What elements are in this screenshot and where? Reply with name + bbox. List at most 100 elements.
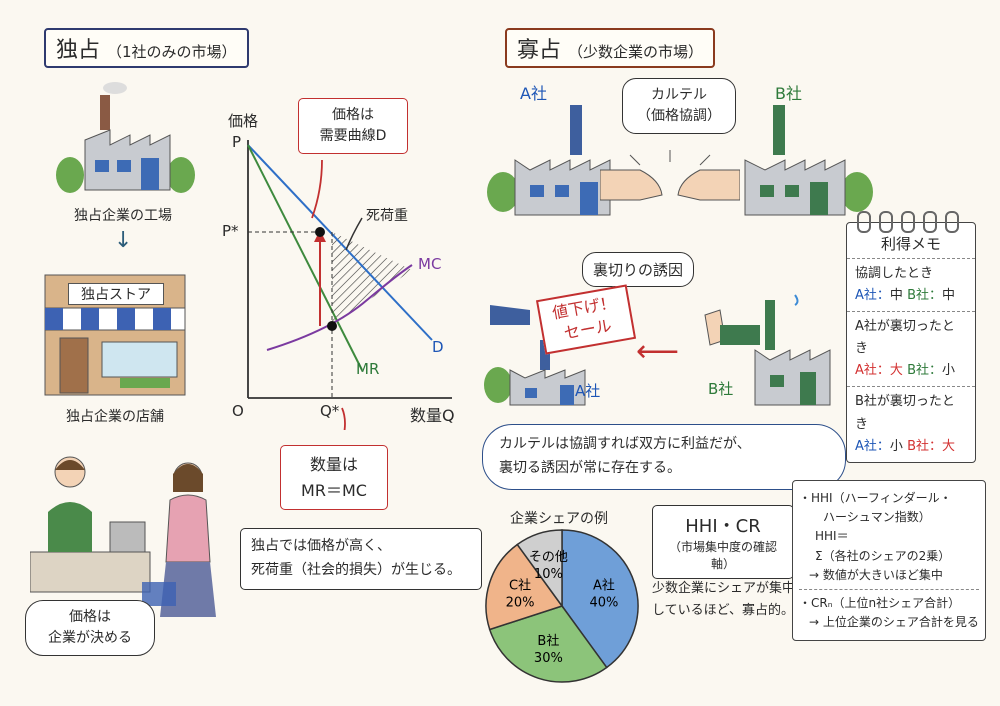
memo-a-value: 大 [889, 363, 903, 379]
memo-heading: 協調したとき [855, 266, 934, 281]
oligopoly-title-sub: （少数企業の市場） [568, 43, 704, 61]
memo-heading: B社が裏切ったとき [855, 394, 955, 432]
hhi-subtitle: （市場集中度の確認軸） [668, 540, 777, 571]
price-note-arrow [311, 159, 323, 219]
monopoly-title-sub: （1社のみの市場） [107, 43, 237, 61]
monopoly-summary-line1: 独占では価格が高く、 [251, 538, 391, 554]
price-note: 価格は 需要曲線D [298, 98, 408, 154]
pie-value-0: 40% [589, 595, 618, 610]
pie-slice-2 [485, 543, 564, 631]
x-axis-label: 数量Q [410, 406, 455, 425]
cloud-line2: 裏切る誘因が常に存在する。 [499, 459, 681, 476]
pie-value-3: 10% [534, 567, 563, 582]
hhi-head: ・HHI（ハーフィンダール・ [799, 491, 952, 505]
firm-b-factory-illustration [744, 105, 873, 216]
mr-curve [247, 144, 363, 371]
y-axis-label: 価格 [228, 112, 259, 130]
firm-b-low-illustration [704, 294, 831, 406]
firm-a-low-label: A社 [575, 382, 601, 400]
d-label: D [432, 338, 444, 356]
monopoly-graph [247, 140, 452, 430]
store-sign: 独占ストア [68, 283, 164, 305]
mc-curve [266, 264, 413, 351]
pie-label-3: その他 [529, 550, 568, 565]
memo-b-label: B社： [907, 438, 942, 454]
hhi-desc-line1: 少数企業にシェアが集中 [652, 581, 796, 596]
memo-heading: A社が裏切ったとき [855, 319, 955, 357]
clerk-customer-illustration [30, 456, 216, 617]
down-arrow-icon: ↓ [114, 228, 133, 253]
memo-title: 利得メモ [847, 223, 975, 259]
memo-a-label: A社： [855, 438, 890, 454]
monopoly-summary-line2: 死荷重（社会的損失）が生じる。 [251, 561, 461, 578]
cartel-box: カルテル （価格協調） [622, 78, 736, 134]
quantity-note: 数量は MR＝MC [280, 445, 388, 511]
cartel-cloud: カルテルは協調すれば双方に利益だが、 裏切る誘因が常に存在する。 [482, 424, 846, 490]
price-note-line1: 価格は [332, 107, 374, 123]
equilibrium-price-point [315, 227, 325, 237]
demand-curve [247, 144, 433, 341]
price-bubble-line1: 価格は [69, 609, 111, 625]
oligopoly-title-main: 寡占 [517, 38, 562, 63]
memo-a-label: A社： [855, 363, 890, 379]
hhi-head2: ハーシュマン指数） [823, 510, 931, 525]
memo-a-value: 中 [889, 288, 903, 304]
left-arrow-icon: ⟵ [636, 334, 680, 369]
oligopoly-title: 寡占 （少数企業の市場） [505, 28, 716, 68]
qty-note-arrow [341, 407, 346, 430]
cr-arrow: → 上位企業のシェア合計を見る [809, 615, 979, 630]
hhi-title: HHI・CR [685, 516, 761, 537]
hhi-cr-notes: ・HHI（ハーフィンダール・ ハーシュマン指数） HHI＝ Σ（各社のシェアの2… [792, 480, 986, 642]
sale-sign: 値下げ！ セール [535, 284, 637, 355]
memo-a-label: A社： [855, 288, 890, 304]
memo-section-b-defect: B社が裏切ったとき A社：小 B社：大 [847, 387, 975, 461]
cr-head: ・CRₙ（上位n社シェア合計） [799, 595, 961, 610]
pie-value-1: 30% [534, 651, 563, 666]
monopoly-title: 独占 （1社のみの市場） [44, 28, 249, 68]
memo-section-a-defect: A社が裏切ったとき A社：大 B社：小 [847, 312, 975, 388]
memo-b-value: 中 [941, 288, 955, 304]
cloud-line1: カルテルは協調すれば双方に利益だが、 [499, 436, 751, 452]
cartel-line1: カルテル [651, 87, 707, 103]
pie-label-0: A社 [593, 577, 615, 593]
monopoly-summary: 独占では価格が高く、 死荷重（社会的損失）が生じる。 [240, 528, 482, 590]
share-pie-chart: A社 40% B社 30% C社 20% その他 10% [485, 529, 639, 683]
deadweight-label: 死荷重 [366, 208, 408, 224]
monopoly-title-main: 独占 [56, 38, 101, 63]
memo-a-value: 小 [889, 438, 903, 454]
price-bubble-line2: 企業が決める [48, 630, 132, 646]
hhi-desc: 少数企業にシェアが集中 しているほど、寡占的。 [652, 578, 795, 622]
betrayal-title: 裏切りの誘因 [582, 252, 695, 287]
pie-label-1: B社 [537, 633, 559, 649]
price-decided-bubble: 価格は 企業が決める [25, 600, 155, 656]
quantity-note-line1: 数量は [309, 455, 358, 474]
hhi-desc-line2: しているほど、寡占的。 [652, 603, 794, 619]
pstar-label: P* [222, 222, 239, 240]
firm-a-low-illustration [484, 305, 586, 406]
mc-label: MC [418, 255, 442, 273]
cartel-line2: （価格協調） [637, 108, 721, 124]
pie-label-2: C社 [509, 577, 531, 593]
quantity-note-line2: MR＝MC [301, 480, 367, 500]
hhi-formula: Σ（各社のシェアの2乗） [815, 548, 951, 563]
monopoly-factory-illustration [56, 82, 195, 193]
pie-value-2: 20% [506, 595, 535, 610]
mr-mc-point [327, 321, 337, 331]
memo-section-coop: 協調したとき A社：中 B社：中 [847, 259, 975, 313]
payoff-memo: 利得メモ 協調したとき A社：中 B社：中 A社が裏切ったとき A社：大 B社：… [846, 211, 976, 463]
memo-b-label: B社： [907, 288, 942, 304]
deadweight-pointer [345, 217, 363, 251]
firm-a-factory-illustration [487, 105, 611, 216]
handshake-illustration [600, 150, 740, 201]
pie-title: 企業シェアの例 [510, 511, 608, 527]
memo-b-value: 小 [941, 363, 955, 379]
pie-slice-0 [561, 529, 639, 669]
memo-b-label: B社： [907, 363, 942, 379]
p-label: P [232, 133, 242, 151]
firm-b-label: B社 [775, 84, 802, 103]
origin-label: O [232, 402, 244, 420]
pie-slice-3 [516, 529, 563, 609]
memo-b-value: 大 [941, 438, 955, 454]
qstar-label: Q* [320, 402, 340, 420]
store-caption: 独占企業の店舗 [66, 409, 164, 425]
